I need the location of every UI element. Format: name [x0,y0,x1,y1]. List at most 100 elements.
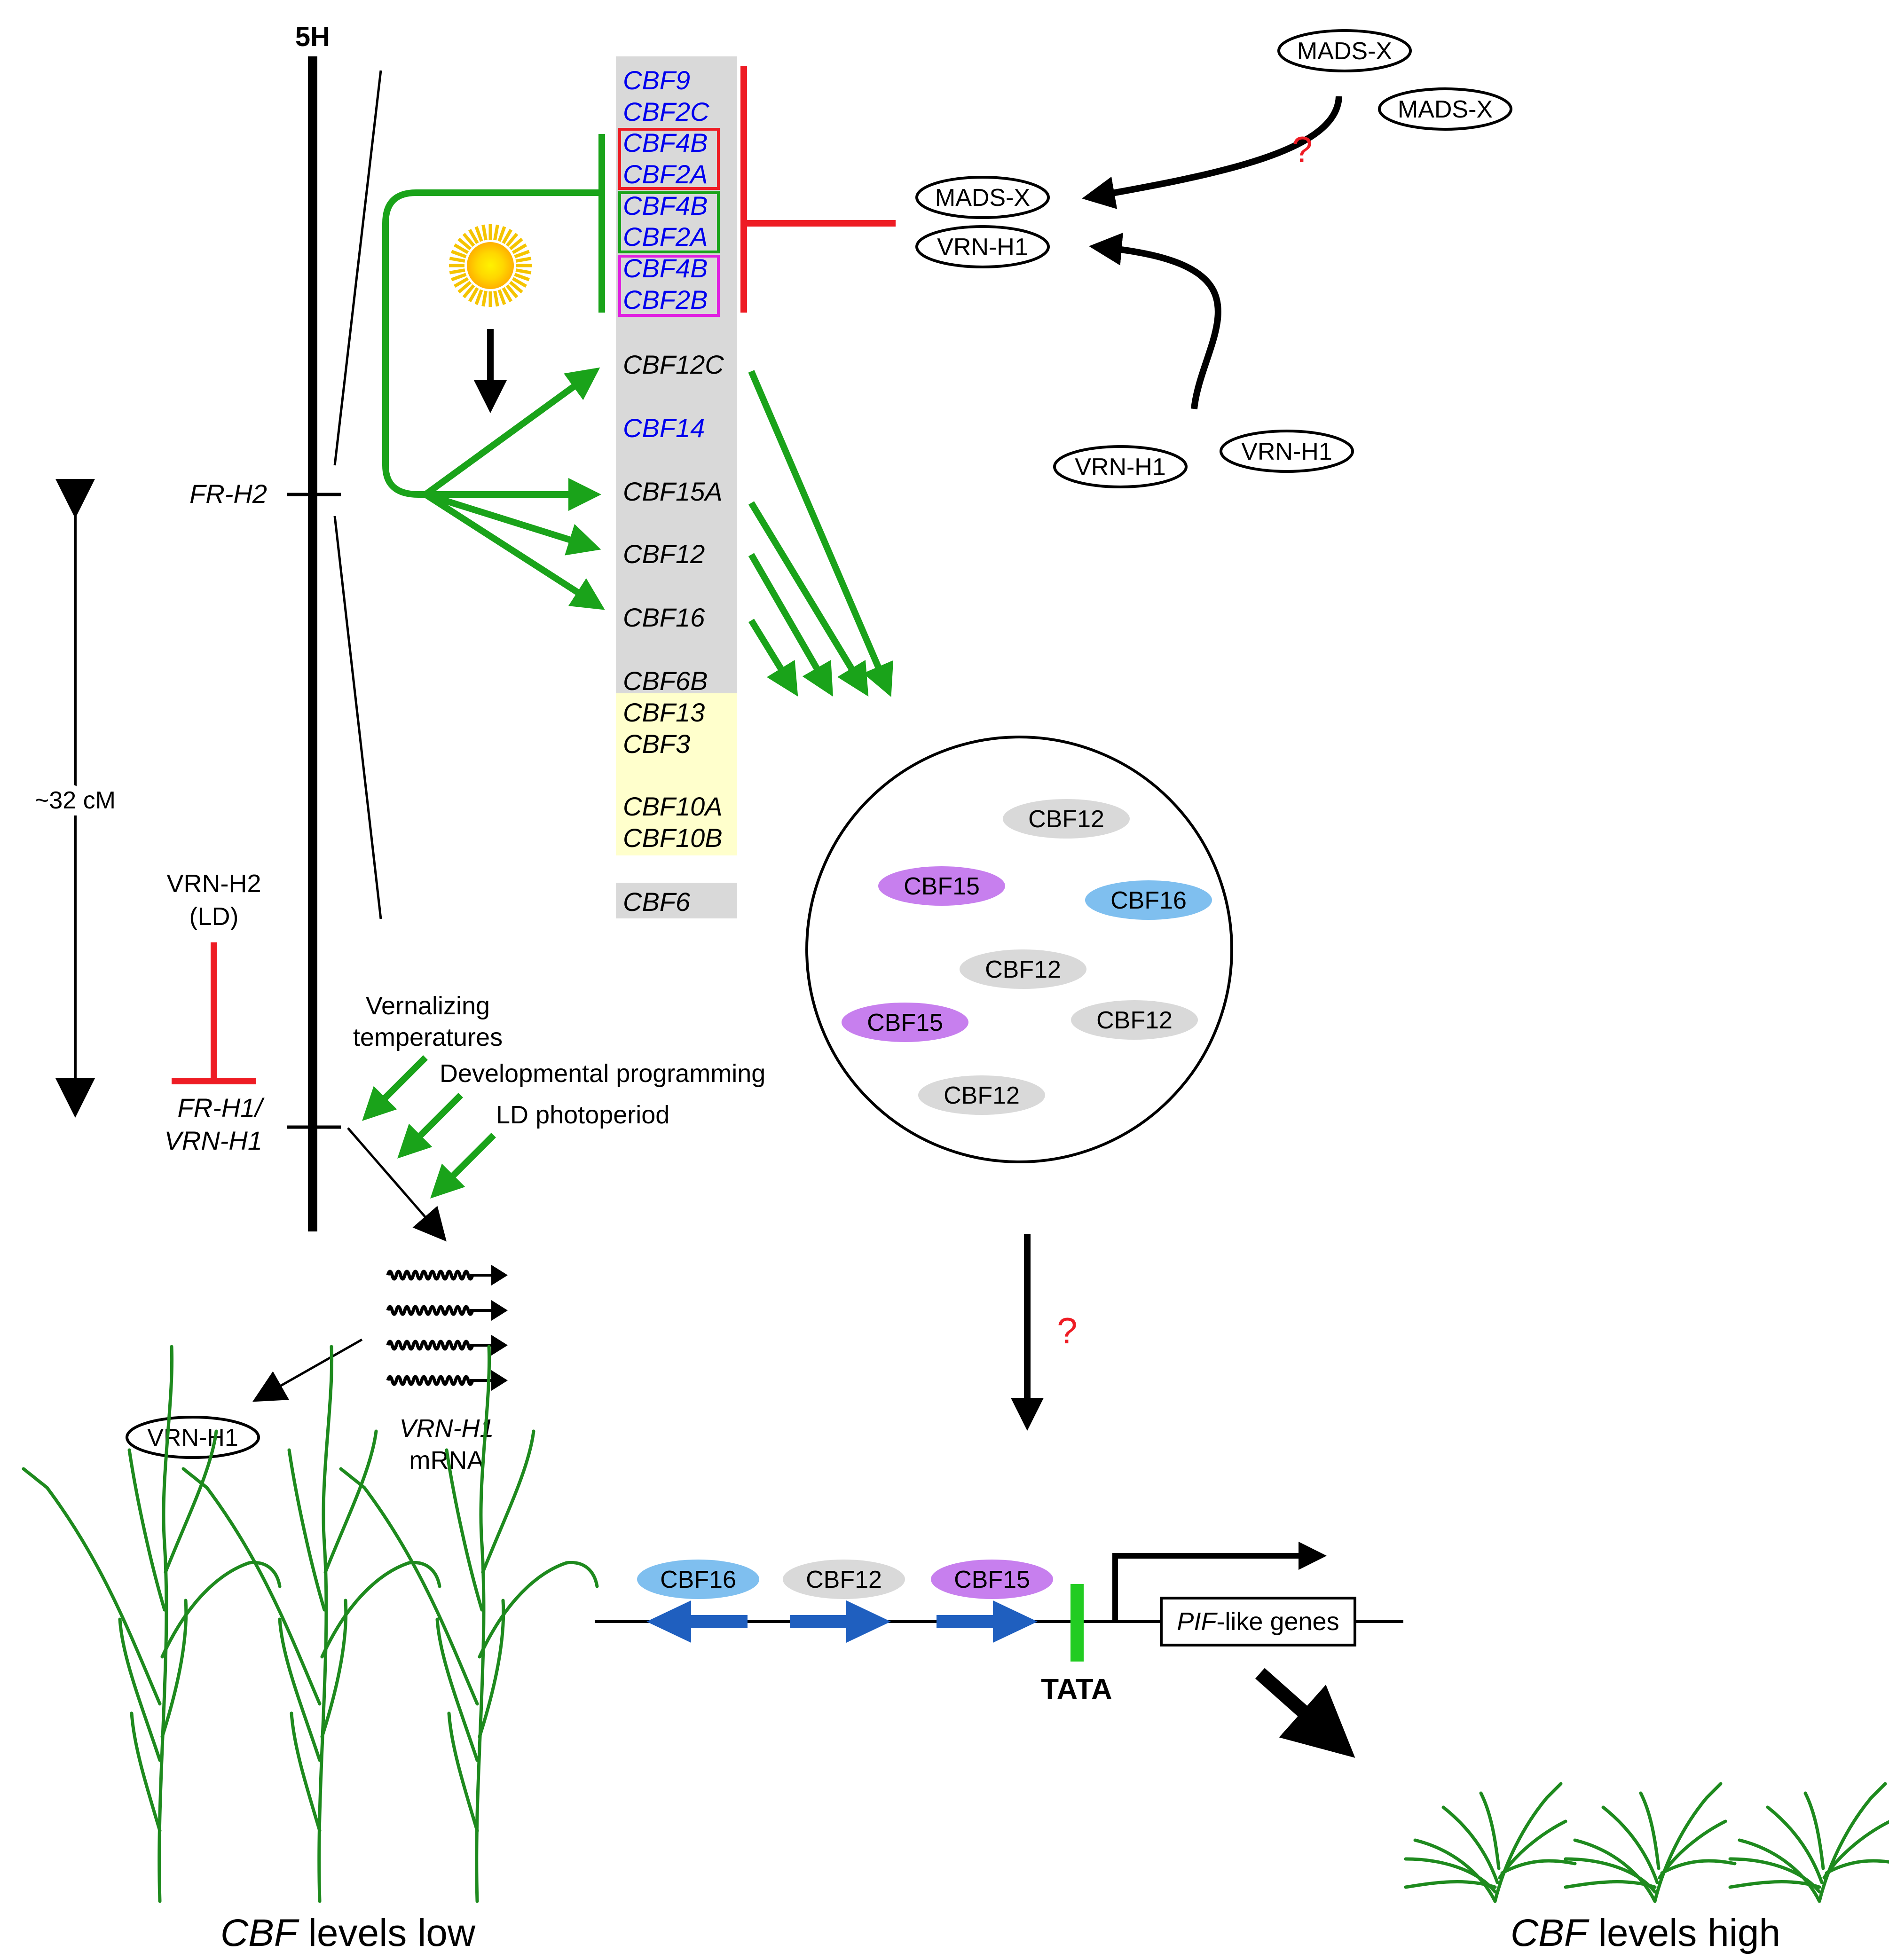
vrn-h1-free-2: VRN-H1 [1220,430,1354,473]
gene-cbf12: CBF12 [623,539,705,569]
svg-text:CBF12: CBF12 [1028,806,1104,833]
transcription-arrow [347,1127,447,1242]
signal-vernalizing: Vernalizing [366,992,490,1020]
svg-text:CBF15: CBF15 [954,1566,1030,1593]
zoom-line-bottom [333,516,382,919]
binder-cbf12: CBF12 [783,1560,905,1599]
signal-developmental: Developmental programming [440,1059,765,1088]
vrn-h2-ld-label: (LD) [189,902,239,931]
cluster-cbf6-block [616,883,737,918]
svg-text:CBF16: CBF16 [660,1566,736,1593]
svg-text:CBF15: CBF15 [904,873,980,900]
outcome-high-label: CBF levels high [1511,1912,1780,1954]
nucleus-protein-cbf12: CBF12 [1071,1000,1198,1040]
vrn-h2-label: VRN-H2 [166,870,261,898]
distance-label: ~32 cM [35,787,116,814]
gene-cbf14: CBF14 [623,413,705,443]
inhibition-feedback-loop [382,189,602,498]
gene-cbf10a: CBF10A [623,792,723,821]
tall-plant [181,1345,441,1903]
transcription-start-arrow [1112,1542,1327,1622]
nucleus-protein-cbf12: CBF12 [1003,799,1130,839]
cis-element-forward-2 [937,1600,1038,1643]
gene-cbf9: CBF9 [623,65,690,95]
signal-temperatures: temperatures [353,1023,503,1051]
zoom-line-top [333,70,382,466]
binder-cbf16: CBF16 [637,1560,759,1599]
nucleus-protein-cbf16: CBF16 [1085,880,1212,920]
tall-plant [22,1345,282,1903]
svg-text:CBF12: CBF12 [1096,1007,1173,1034]
cluster-gene-labels: CBF9CBF2CCBF4BCBF2ACBF4BCBF2ACBF4BCBF2BC… [623,65,724,917]
gene-cbf4b: CBF4B [623,191,708,220]
cbf-cluster: CBF9CBF2CCBF4BCBF2ACBF4BCBF2ACBF4BCBF2BC… [616,56,737,918]
tata-box [1070,1584,1084,1662]
nucleus-protein-cbf15: CBF15 [878,866,1005,906]
svg-text:VRN-H1: VRN-H1 [1241,438,1332,465]
svg-text:CBF12: CBF12 [944,1082,1020,1109]
vrn-h1-signals: Vernalizing temperatures Developmental p… [347,992,765,1242]
tall-plant [339,1345,599,1903]
gene-cbf13: CBF13 [623,698,705,727]
sun-icon [449,224,532,307]
gene-cbf15a: CBF15A [623,477,723,506]
copy-box-red [618,128,720,190]
svg-text:MADS-X: MADS-X [935,184,1030,212]
cis-element-reverse [646,1600,748,1643]
gene-cbf2a: CBF2A [623,159,708,189]
short-plant [1728,1782,1889,1903]
vrn-h2-repression: VRN-H2 (LD) [166,870,261,1084]
nucleus-protein-cbf12: CBF12 [918,1075,1045,1115]
svg-text:CBF16: CBF16 [1110,887,1187,914]
gene-cbf4b: CBF4B [623,253,708,283]
locus-fr-h2: FR-H2 [189,479,267,509]
cluster-induction-network [382,134,894,697]
gene-cbf6b: CBF6B [623,666,708,696]
mads-x-2: MADS-X [1378,87,1512,131]
chromosome-label: 5H [295,22,330,52]
short-plant [1564,1782,1737,1903]
gene-cbf16: CBF16 [623,603,705,632]
question-mark-complex: ? [1292,129,1312,170]
svg-text:PIF-like genes: PIF-like genes [1177,1607,1339,1636]
binder-cbf15: CBF15 [931,1560,1053,1599]
gene-cbf2c: CBF2C [623,97,709,126]
mads-x-1: MADS-X [1277,29,1412,72]
gene-cbf4b: CBF4B [623,128,708,157]
target-gene-box: PIF-like genes [1160,1597,1356,1646]
gene-cbf3: CBF3 [623,729,690,759]
short-plant [1404,1782,1577,1903]
copy-box-magenta [618,255,720,317]
gene-cbf12c: CBF12C [623,350,724,379]
question-mark-promoter: ? [1057,1310,1077,1351]
target-promoter: CBF16 CBF12 CBF15 TATA PIF-like genes [595,1542,1403,1758]
svg-text:CBF12: CBF12 [985,956,1061,983]
svg-text:MADS-X: MADS-X [1398,96,1493,123]
vrn-repression [740,66,896,313]
vrn-h1-mrna: VRN-H1 mRNA VRN-H1 [126,1265,508,1474]
tata-label: TATA [1041,1673,1112,1706]
outcome-low-label: CBF levels low [220,1912,476,1954]
gene-cbf6: CBF6 [623,887,691,917]
mrna-gene-label: VRN-H1 [399,1414,494,1443]
protein-complex: MADS-X MADS-X MADS-X VRN-H1 VRN-H1 VRN-H… [915,29,1512,488]
svg-text:CBF12: CBF12 [806,1566,882,1593]
vrn-h1-translated: VRN-H1 [126,1416,260,1459]
promoter-binders: CBF16 CBF12 CBF15 [637,1560,1053,1599]
locus-fr-h1: FR-H1/ [178,1093,265,1122]
chromosome-5h: 5H FR-H2 FR-H1/ VRN-H1 ~32 cM [28,22,382,1231]
copy-box-green [618,191,720,253]
svg-text:MADS-X: MADS-X [1297,38,1392,65]
cis-element-forward-1 [790,1600,891,1643]
svg-text:VRN-H1: VRN-H1 [147,1424,238,1451]
gene-cbf2b: CBF2B [623,285,708,314]
translation-arrow [252,1338,363,1402]
plants-short-high-cbf [1404,1782,1889,1903]
nucleus-protein-cbf15: CBF15 [842,1003,968,1042]
output-arrow [1255,1668,1355,1758]
svg-text:CBF15: CBF15 [867,1009,943,1036]
vrn-h1-dimerization-arrow [1089,233,1221,409]
mads-dimerization-arrow [1082,96,1342,209]
